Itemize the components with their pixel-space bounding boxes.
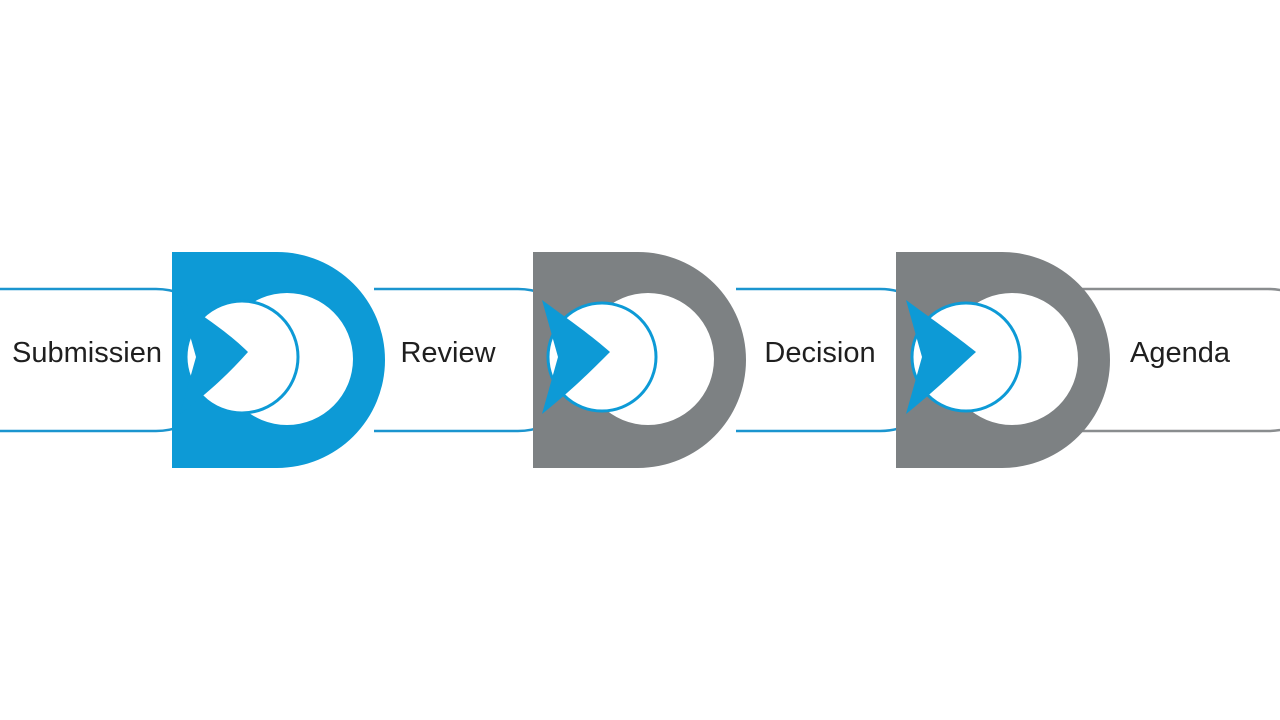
connector-1 [172, 252, 385, 468]
stage-label-decision: Decision [764, 337, 875, 369]
stage-label-review: Review [400, 337, 496, 369]
connector-1-arrowhead [180, 300, 248, 414]
connector-3 [896, 252, 1110, 468]
connector-3-arrowhead [906, 300, 976, 414]
connector-2 [533, 252, 746, 468]
stage-label-agenda: Agenda [1130, 337, 1231, 369]
connector-2-arrowhead [542, 300, 610, 414]
stage-label-submission: Submissien [12, 337, 162, 369]
stage-pill-agenda [1060, 287, 1280, 433]
